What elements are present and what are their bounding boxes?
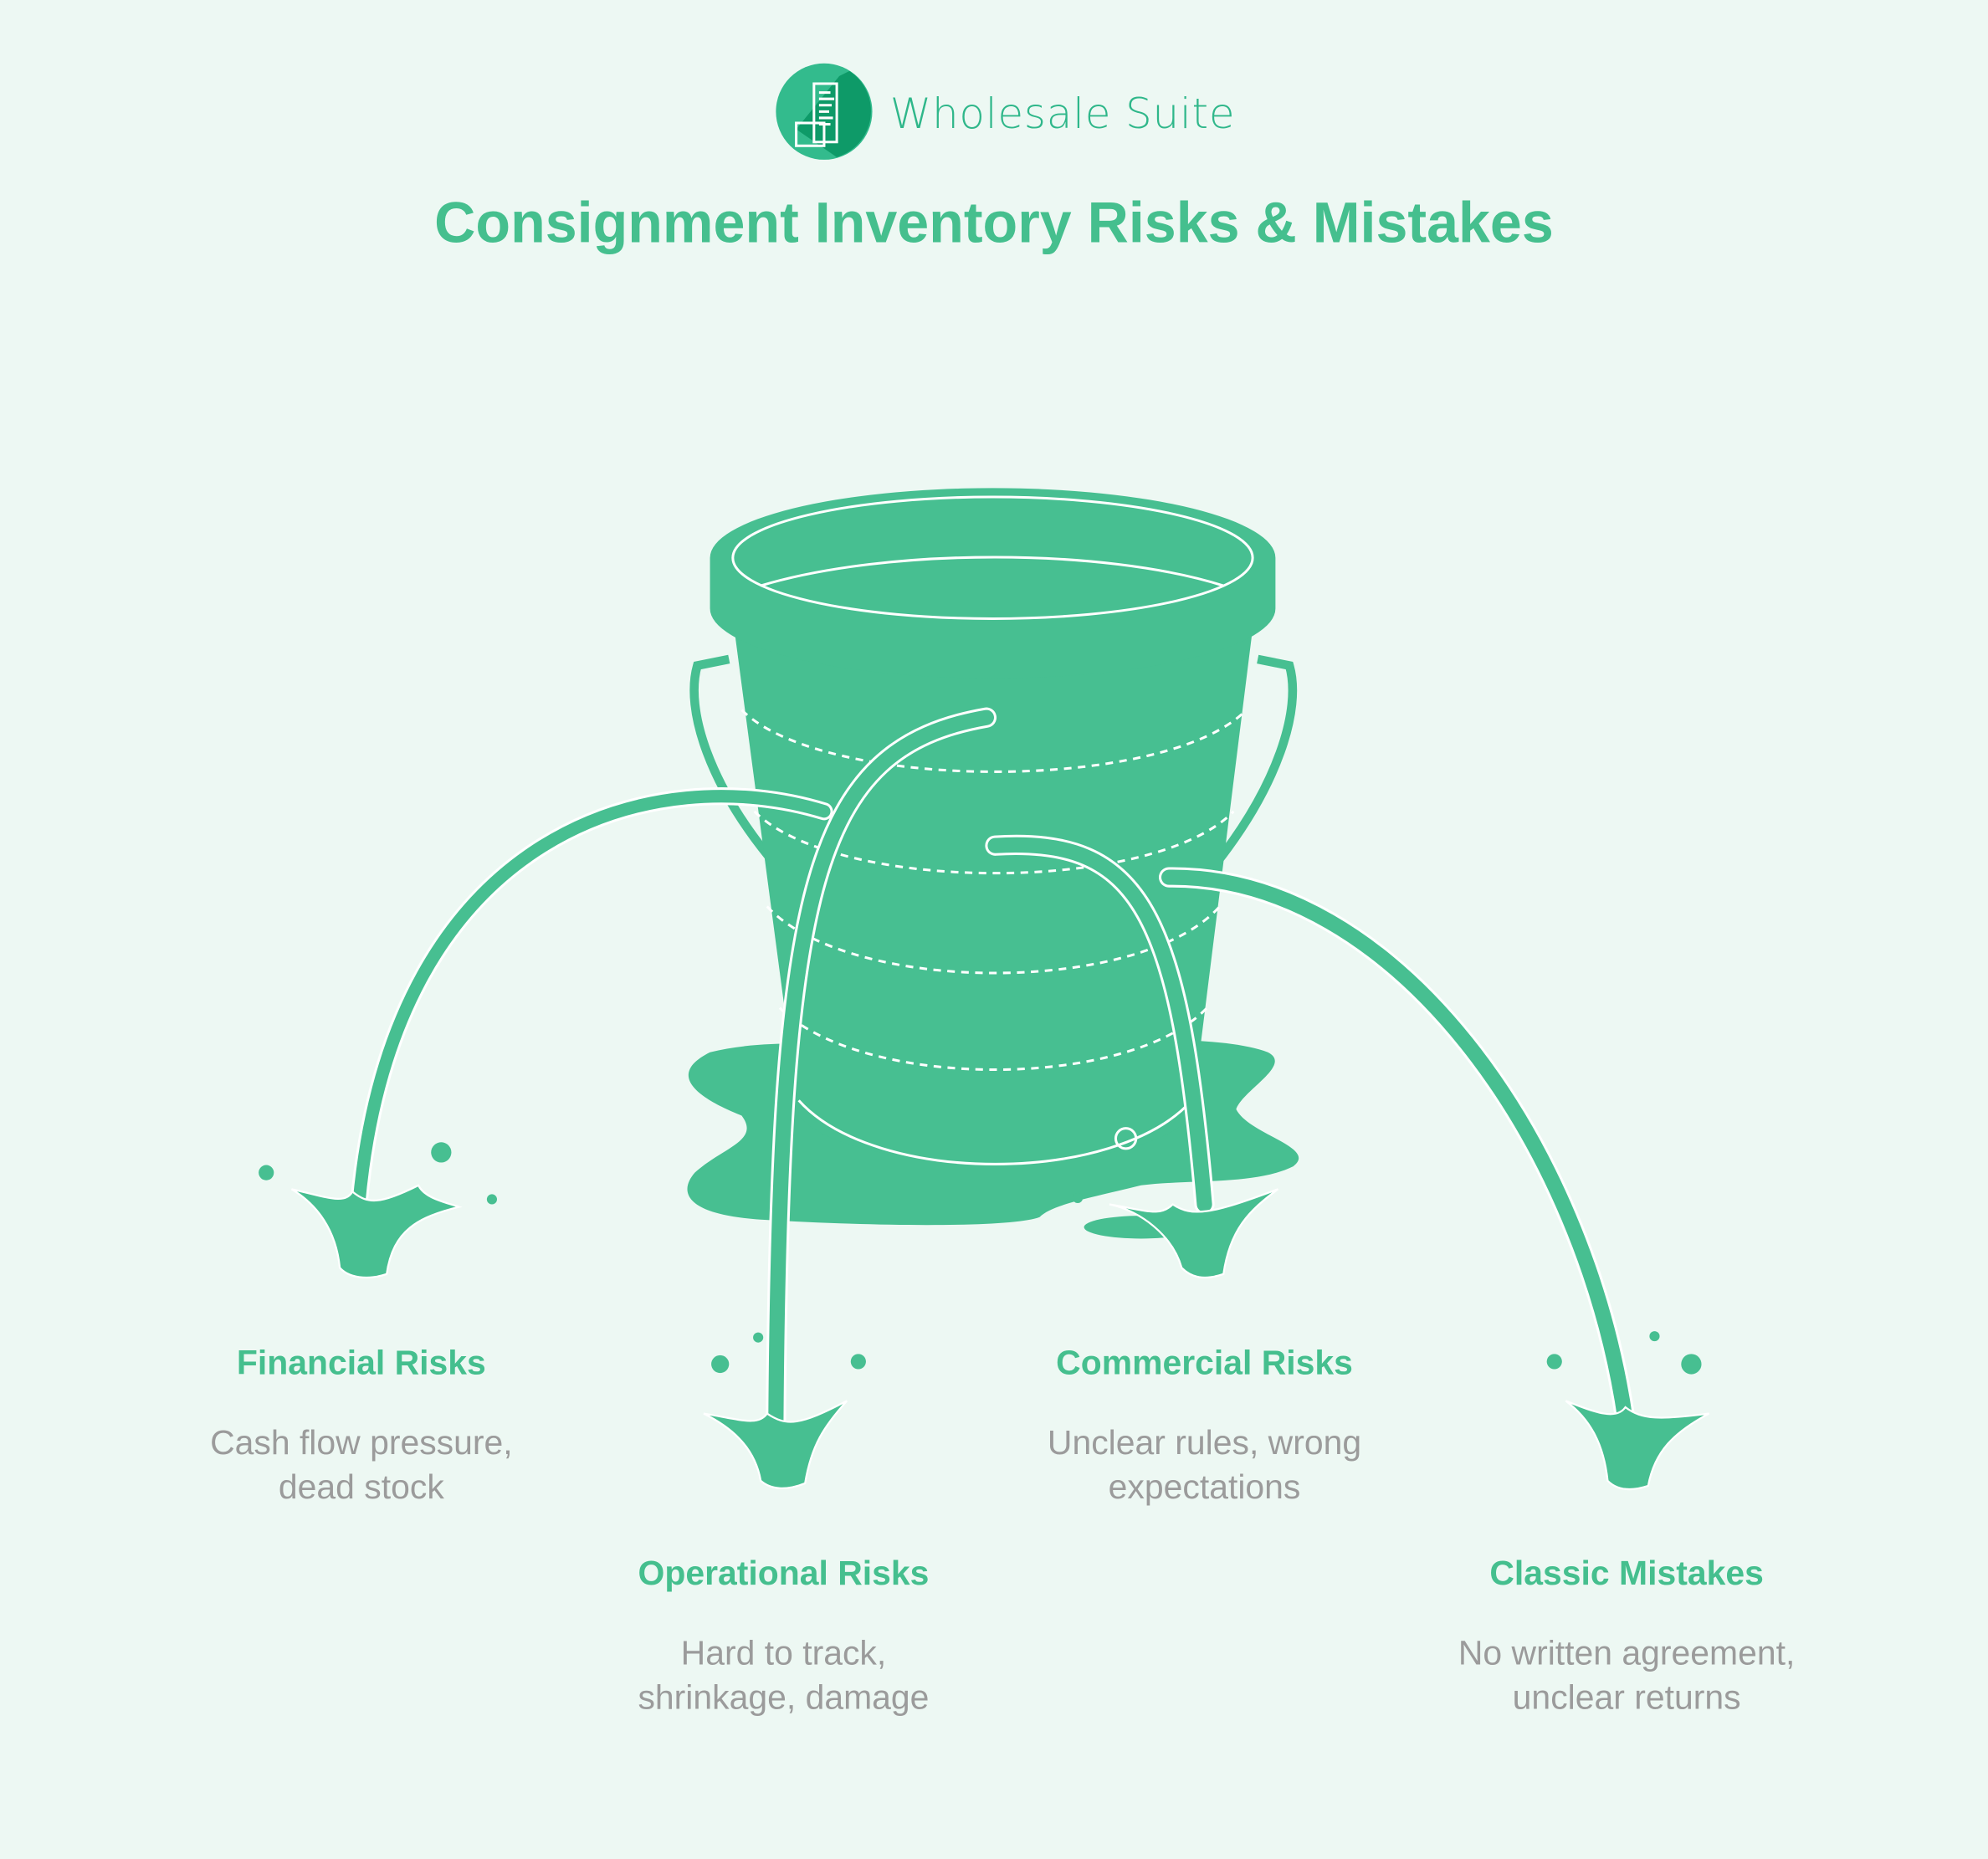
page-title: Consignment Inventory Risks & Mistakes bbox=[434, 190, 1554, 255]
risk-financial: Financial Risks Cash flow pressure, dead… bbox=[108, 1344, 615, 1510]
risk-desc: Cash flow pressure, dead stock bbox=[210, 1423, 513, 1507]
splashes bbox=[290, 1184, 1710, 1491]
risk-operational: Operational Risks Hard to track, shrinka… bbox=[530, 1554, 1037, 1721]
bucket-rim bbox=[710, 488, 1276, 679]
risk-title: Classic Mistakes bbox=[1489, 1554, 1764, 1593]
logo-icon bbox=[776, 63, 873, 160]
brand-name: Wholesale Suite bbox=[889, 89, 1236, 139]
risk-desc: No written agreement, unclear returns bbox=[1458, 1634, 1796, 1717]
risk-classic-mistakes: Classic Mistakes No written agreement, u… bbox=[1373, 1554, 1880, 1721]
risk-title: Commercial Risks bbox=[1056, 1344, 1353, 1382]
risk-commercial: Commercial Risks Unclear rules, wrong ex… bbox=[950, 1344, 1458, 1510]
risk-title: Financial Risks bbox=[236, 1344, 486, 1382]
risk-desc: Hard to track, shrinkage, damage bbox=[638, 1634, 930, 1717]
risk-title: Operational Risks bbox=[638, 1554, 930, 1593]
bucket-body bbox=[731, 608, 1256, 1164]
risk-desc: Unclear rules, wrong expectations bbox=[1047, 1423, 1362, 1507]
